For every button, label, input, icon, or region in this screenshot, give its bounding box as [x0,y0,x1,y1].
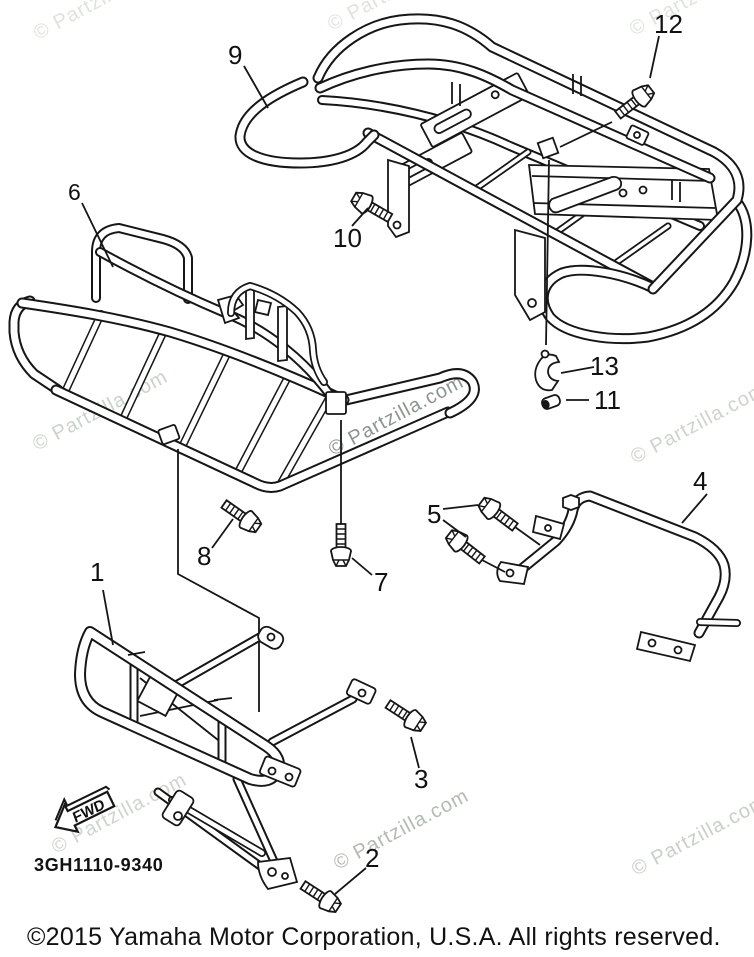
svg-text:1: 1 [90,557,104,587]
svg-text:8: 8 [197,541,211,571]
svg-text:10: 10 [333,223,362,253]
svg-text:12: 12 [654,9,683,39]
svg-text:3GH1110-9340: 3GH1110-9340 [34,855,164,875]
svg-text:11: 11 [594,385,621,415]
svg-text:6: 6 [68,179,81,205]
svg-text:©2015 Yamaha Motor Corporation: ©2015 Yamaha Motor Corporation, U.S.A. A… [27,923,721,951]
svg-text:2: 2 [365,843,379,873]
svg-text:3: 3 [414,764,428,794]
svg-text:4: 4 [693,466,707,496]
svg-text:5: 5 [427,499,441,529]
svg-text:9: 9 [228,40,242,70]
svg-text:7: 7 [374,567,388,597]
svg-text:13: 13 [590,351,619,381]
